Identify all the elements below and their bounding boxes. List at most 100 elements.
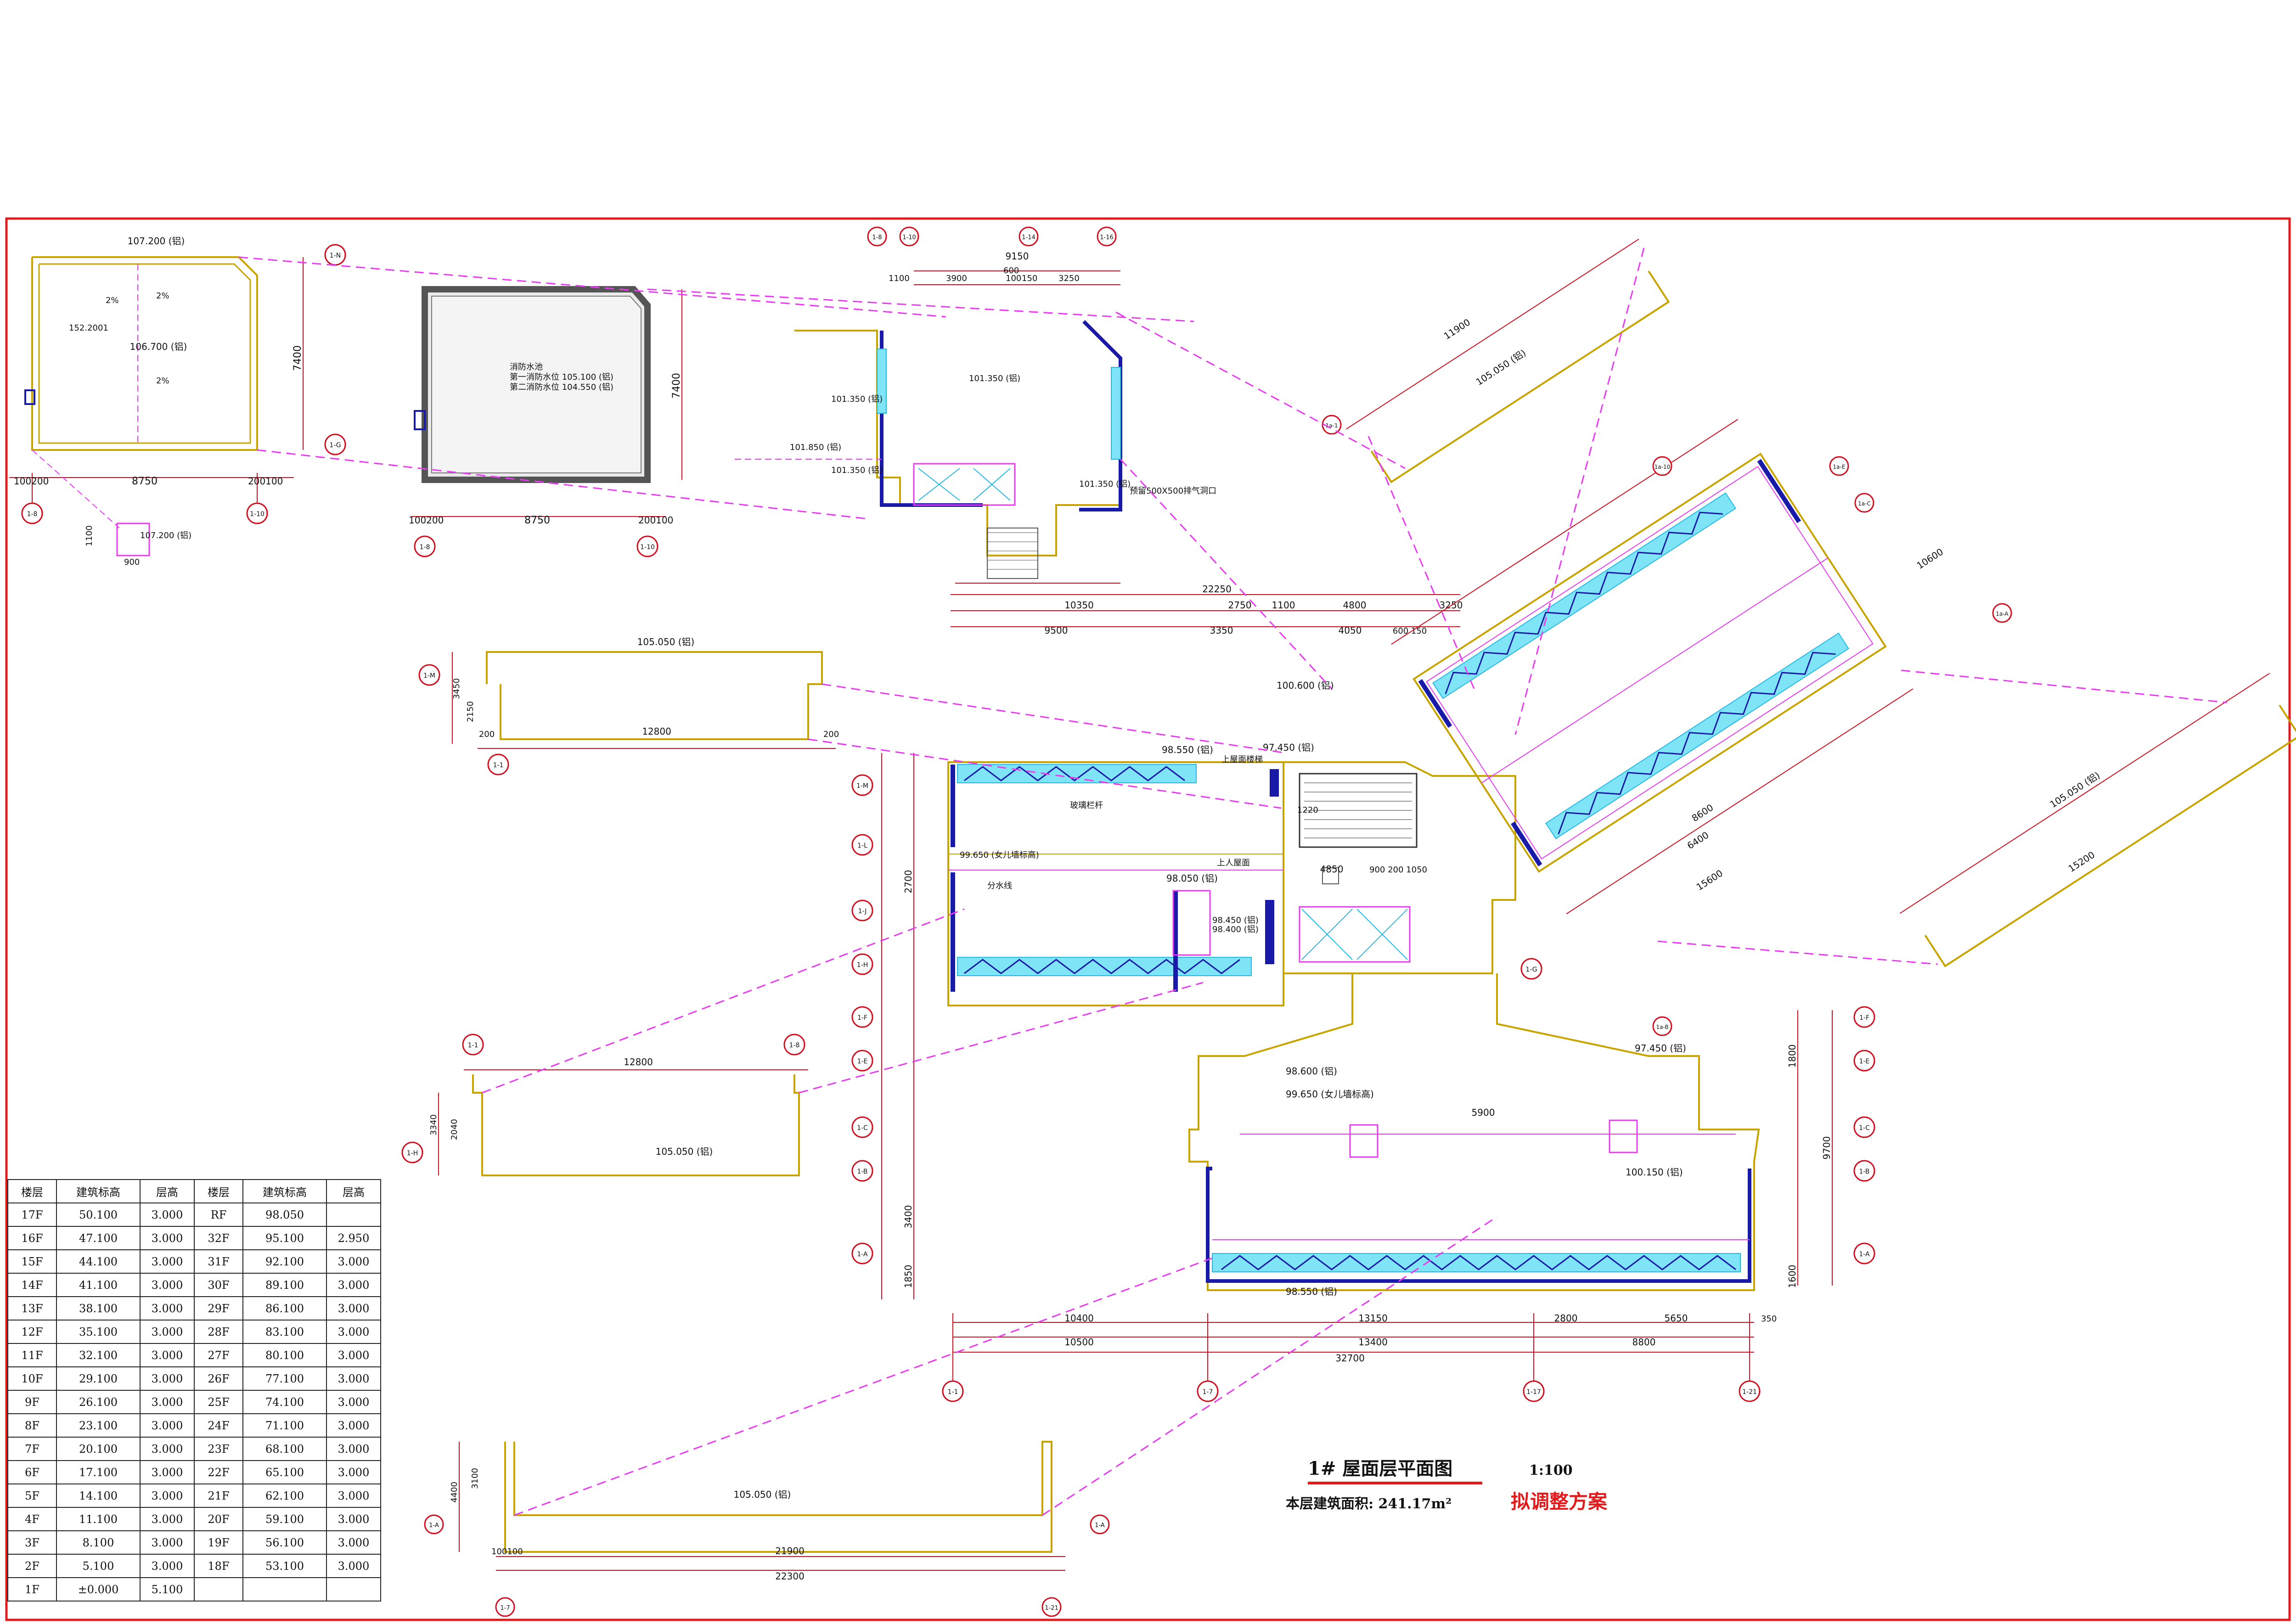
- tc-elev-d: 101.350 (铝): [831, 466, 883, 475]
- axis-b-17: 1-17: [1526, 1388, 1541, 1396]
- table-cell: 8F: [7, 1413, 57, 1438]
- table-cell: 8.100: [56, 1530, 141, 1555]
- table-header-row: 楼层 建筑标高 层高 楼层 建筑标高 层高: [7, 1179, 381, 1203]
- table-cell: 12F: [7, 1320, 57, 1344]
- mp-dim-10400: 10400: [1064, 1313, 1094, 1324]
- axis-r-1A: 1-A: [1859, 1251, 1870, 1258]
- rw-axis-b: 1a-A: [1996, 611, 2009, 617]
- table-cell: 2.950: [326, 1226, 381, 1250]
- table-cell: 3.000: [326, 1507, 381, 1531]
- table-cell: 20F: [194, 1507, 243, 1531]
- table-cell: 25F: [194, 1390, 243, 1414]
- axis-1E: 1-E: [857, 1058, 868, 1065]
- pm-axis-l: 1-1: [468, 1042, 478, 1049]
- header-elevation: 建筑标高: [56, 1179, 141, 1203]
- tc-dim-total: 9150: [1006, 251, 1029, 262]
- mp-elev-98600: 98.600 (铝): [1286, 1066, 1337, 1077]
- table-cell: ±0.000: [56, 1577, 141, 1602]
- tc-axis-c: 1-14: [1022, 234, 1035, 241]
- table-cell: 14F: [7, 1273, 57, 1297]
- table-cell: 92.100: [242, 1249, 327, 1274]
- axis-r-1C: 1-C: [1859, 1124, 1870, 1132]
- table-cell: 3.000: [326, 1249, 381, 1274]
- table-cell: 3.000: [140, 1390, 195, 1414]
- table-cell: 31F: [194, 1249, 243, 1274]
- mp-dim-1850-l: 1850: [903, 1265, 914, 1288]
- table-cell: 38.100: [56, 1296, 141, 1321]
- pt-dim-l: 200: [479, 730, 495, 739]
- table-cell: 13F: [7, 1296, 57, 1321]
- table-cell: [194, 1577, 243, 1602]
- axis-1F: 1-F: [857, 1014, 867, 1022]
- table-cell: 7F: [7, 1437, 57, 1461]
- mp-dim-8800: 8800: [1632, 1337, 1656, 1348]
- table-cell: 3.000: [326, 1530, 381, 1555]
- mp-label-glass: 玻璃栏杆: [1070, 801, 1103, 810]
- table-cell: 3.000: [140, 1203, 195, 1227]
- header-elevation-2: 建筑标高: [242, 1179, 327, 1203]
- table-cell: 3.000: [140, 1484, 195, 1508]
- reference-lines: [238, 247, 2228, 1516]
- axis-b-1: 1-1: [948, 1388, 958, 1396]
- table-cell: 5F: [7, 1484, 57, 1508]
- tank-axis-right: 1-10: [640, 544, 655, 551]
- table-cell: 89.100: [242, 1273, 327, 1297]
- pt-dim-r: 200: [823, 730, 839, 739]
- pt-dim: 12800: [642, 726, 671, 737]
- table-cell: 44.100: [56, 1249, 141, 1274]
- axis-b-7: 1-7: [1203, 1388, 1213, 1396]
- tc-dim-d: 100: [1006, 274, 1021, 283]
- table-cell: 19F: [194, 1530, 243, 1555]
- top-left-plan: 107.200 (铝) 106.700 (铝) 2% 2% 2% 152.200…: [9, 236, 346, 567]
- pt-dim-v1: 3450: [452, 678, 461, 699]
- table-cell: 98.050: [242, 1203, 327, 1227]
- table-cell: 65.100: [242, 1460, 327, 1484]
- tank-dim-height: 7400: [671, 373, 682, 399]
- header-floor: 楼层: [7, 1179, 57, 1203]
- table-cell: 5.100: [56, 1554, 141, 1578]
- table-cell: [242, 1577, 327, 1602]
- table-cell: 29.100: [56, 1366, 141, 1391]
- pm-axis-side: 1-H: [407, 1150, 418, 1157]
- rw-dim-e: 8600: [1690, 802, 1716, 824]
- slope-a: 2%: [106, 296, 119, 305]
- table-cell: 77.100: [242, 1366, 327, 1391]
- tc-dim-e: 150: [1022, 274, 1037, 283]
- mp-dim-5650: 5650: [1665, 1313, 1688, 1324]
- table-cell: 29F: [194, 1296, 243, 1321]
- table-cell: 59.100: [242, 1507, 327, 1531]
- table-cell: 3.000: [326, 1413, 381, 1438]
- tc-elev-c: 101.350 (铝): [831, 394, 883, 404]
- dim-height: 7400: [292, 345, 304, 371]
- table-cell: 3F: [7, 1530, 57, 1555]
- table-cell: RF: [194, 1203, 243, 1227]
- rw-dim-c: 15600: [1694, 867, 1725, 893]
- mp-elev-98550-b: 98.550 (铝): [1286, 1286, 1337, 1297]
- table-cell: 3.000: [326, 1554, 381, 1578]
- pm-dim-v2: 2040: [450, 1119, 459, 1140]
- table-cell: 71.100: [242, 1413, 327, 1438]
- mp-dim-2700-l: 2700: [903, 870, 914, 893]
- pt-elev: 105.050 (铝): [637, 636, 695, 647]
- axis-mid: 1-G: [329, 442, 341, 449]
- table-cell: 3.000: [140, 1296, 195, 1321]
- tank-label-1: 消防水池: [510, 362, 543, 372]
- table-cell: 74.100: [242, 1390, 327, 1414]
- drawing-title: 1# 屋面层平面图: [1308, 1458, 1452, 1479]
- rw-dim-a: 11900: [1442, 316, 1472, 342]
- table-cell: 9F: [7, 1390, 57, 1414]
- elev-top: 107.200 (铝): [128, 236, 185, 247]
- parapet-bottom: 105.050 (铝) 21900 22300 100100 4400 3100…: [424, 1441, 1110, 1617]
- table-cell: 3.000: [140, 1530, 195, 1555]
- pm-dim-v: 3340: [429, 1114, 439, 1135]
- table-cell: 3.000: [326, 1460, 381, 1484]
- table-cell: 50.100: [56, 1203, 141, 1227]
- table-cell: 17F: [7, 1203, 57, 1227]
- pm-dim: 12800: [624, 1056, 653, 1068]
- rw-elev-b: 105.050 (铝): [2048, 770, 2102, 810]
- table-cell: 28F: [194, 1320, 243, 1344]
